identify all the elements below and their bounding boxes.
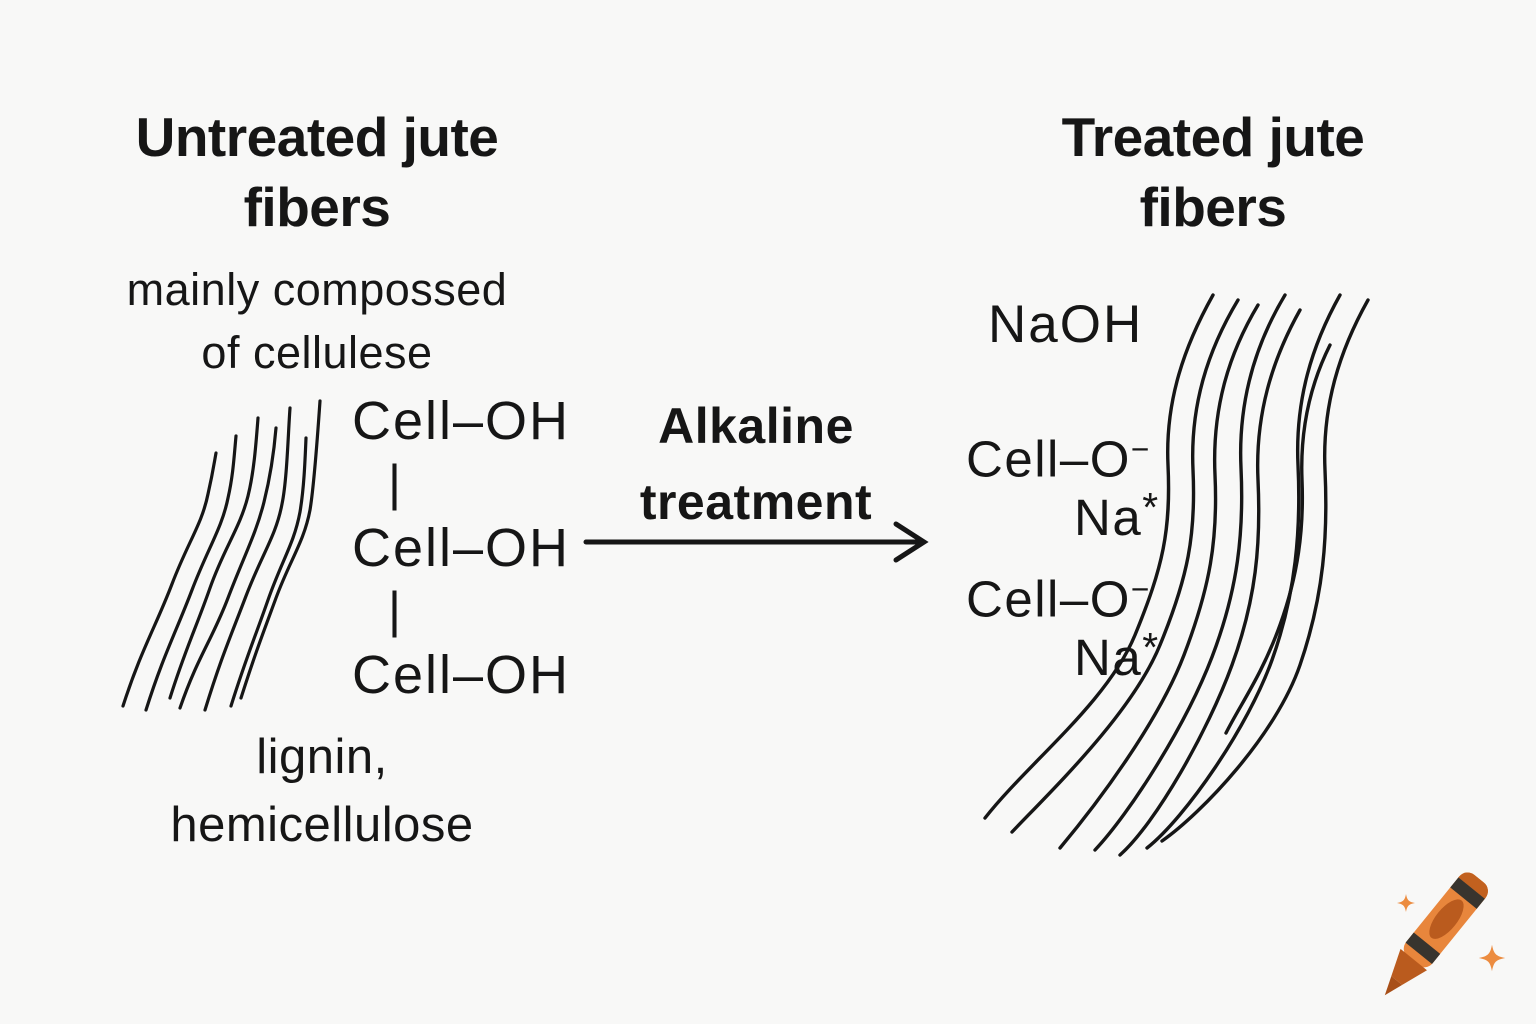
untreated-title-line2: fibers [243, 176, 391, 239]
untreated-subtitle: mainly compossed of cellulese [37, 258, 597, 384]
untreated-title: Untreated jute fibers [57, 102, 577, 243]
fiber-strand [1145, 293, 1342, 850]
treated-fibers-drawing [983, 293, 1370, 857]
fiber-strand [1010, 298, 1240, 834]
reaction-label: Alkaline treatment [575, 388, 937, 540]
fiber-strand [1093, 293, 1287, 852]
chain-unit: Cell–OH [352, 645, 571, 705]
fiber-strand [1160, 298, 1370, 843]
product-group: Cell–O− Na* [966, 560, 1158, 686]
untreated-subtitle-line1: mainly compossed [126, 264, 508, 315]
arrow-head [893, 521, 929, 563]
chain-unit: Cell–OH [352, 391, 571, 451]
product-group: Cell–O− Na* [966, 420, 1159, 546]
product-group-text: Cell–O [966, 570, 1131, 628]
untreated-subtitle-line2: of cellulese [201, 327, 433, 378]
crayon-tip-cone [1391, 948, 1427, 985]
lignin-caption-line1: lignin, [256, 730, 388, 784]
crayon-back-cap [1455, 868, 1493, 902]
fiber-strand [1058, 303, 1260, 850]
treated-title-line2: fibers [1139, 176, 1287, 239]
sodium-ion-text: Na [1074, 488, 1143, 546]
reaction-arrow [583, 521, 929, 563]
product-group-text: Cell–O [966, 430, 1131, 488]
product-ion-line: Na* [966, 478, 1159, 546]
fiber-strand [239, 399, 322, 700]
product-cell-line: Cell–O− [966, 560, 1158, 627]
sodium-ion-mark: * [1142, 484, 1159, 530]
crayon-stripe [1402, 930, 1444, 967]
single-bond: | [388, 582, 403, 638]
crayon-icon [1384, 868, 1506, 996]
chain-unit: Cell–OH [352, 518, 571, 578]
untreated-title-line1: Untreated jute [135, 106, 499, 168]
fiber-strand [1224, 343, 1332, 735]
naoh-label: NaOH [988, 295, 1144, 354]
negative-charge: − [1130, 571, 1150, 607]
fiber-strand [168, 416, 260, 700]
treated-title: Treated jute fibers [953, 102, 1473, 243]
lignin-caption-line2: hemicellulose [170, 797, 474, 852]
sparkle-icon [1397, 894, 1415, 912]
treated-title-line1: Treated jute [1061, 106, 1365, 168]
fiber-strand [178, 426, 278, 710]
product-cell-line: Cell–O− [966, 420, 1158, 487]
reaction-label-line1: Alkaline [658, 398, 854, 454]
fiber-strand [229, 436, 308, 708]
fiber-strand [1118, 308, 1302, 857]
untreated-fibers-drawing [121, 399, 322, 712]
fiber-strand [121, 451, 218, 708]
crayon-tip-point [1384, 976, 1403, 996]
lignin-caption: lignin, hemicellulose [102, 724, 542, 859]
cellulose-chain: Cell–OH | Cell–OH | Cell–OH [352, 392, 570, 704]
crayon-stripe [1447, 874, 1488, 912]
single-bond: | [388, 455, 403, 511]
reaction-label-line2: treatment [639, 474, 873, 530]
product-ion-line: Na* [966, 618, 1158, 686]
crayon-label [1429, 899, 1464, 939]
sparkle-icon [1478, 944, 1506, 972]
fiber-strand [203, 406, 292, 712]
fiber-strand [144, 434, 238, 712]
sodium-ion-text: Na [1074, 628, 1143, 686]
fiber-strand [983, 293, 1215, 820]
negative-charge: − [1130, 431, 1150, 467]
